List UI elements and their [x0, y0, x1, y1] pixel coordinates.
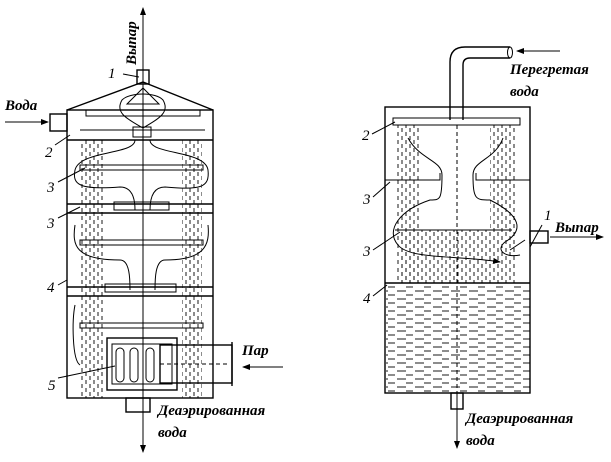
distributor	[392, 117, 521, 126]
callout-4: 4	[47, 280, 55, 296]
column-deaerator: Выпар Вода Пар Деаэрированная вода 1 2 3…	[4, 7, 283, 453]
vapor-out-label: Выпар	[124, 21, 140, 66]
vapor-out-label: Выпар	[554, 220, 599, 236]
water-volume	[386, 284, 530, 392]
flash-deaerator: Перегретая вода Выпар Деаэрированная вод…	[362, 46, 604, 449]
callout-4: 4	[363, 291, 371, 307]
shelf-3	[385, 173, 441, 181]
plate-3	[79, 164, 204, 171]
steam-in-label: Пар	[241, 343, 269, 359]
deaerated-water-label-2: вода	[158, 425, 187, 441]
callout-1: 1	[544, 208, 552, 224]
superheated-water-label-1: Перегретая	[509, 62, 589, 78]
water-jets-left	[80, 140, 104, 398]
vessel-roof	[66, 81, 214, 111]
water-jets-right	[182, 140, 202, 398]
deaerated-water-label-1: Деаэрированная	[464, 411, 574, 427]
deaerated-water-outlet	[125, 397, 151, 413]
water-in-label: Вода	[4, 98, 38, 114]
callout-3b: 3	[362, 244, 371, 260]
water-inlet-pipe	[49, 113, 68, 132]
callout-1: 1	[108, 66, 116, 82]
deaerated-water-label-1: Деаэрированная	[156, 403, 266, 419]
superheated-water-label-2: вода	[510, 84, 539, 100]
callout-3: 3	[362, 192, 371, 208]
callout-5: 5	[48, 378, 56, 394]
callout-2: 2	[362, 128, 370, 144]
superheated-water-pipe	[449, 46, 510, 120]
callout-3: 3	[46, 180, 55, 196]
deaerated-water-label-2: вода	[466, 433, 495, 449]
callout-2: 2	[45, 145, 53, 161]
steam-distributor-box	[106, 337, 178, 391]
steam-slot	[115, 347, 125, 383]
water-jets-right	[490, 125, 515, 283]
callout-3b: 3	[46, 216, 55, 232]
